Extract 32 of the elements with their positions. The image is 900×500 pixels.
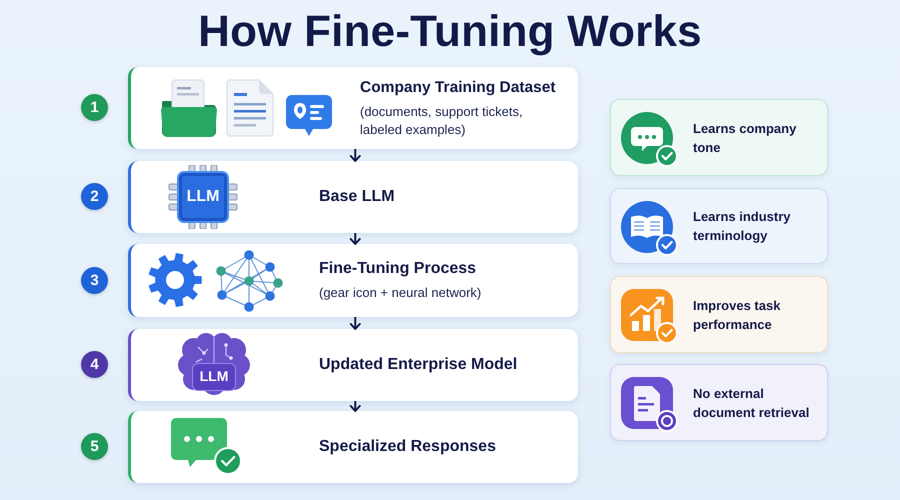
benefit-card	[610, 188, 828, 264]
step-card	[128, 67, 578, 149]
arrow	[350, 233, 361, 245]
step-card	[128, 411, 578, 483]
benefit-text: Learns industry terminology	[693, 208, 792, 245]
step-description: (gear icon + neural network)	[319, 284, 482, 302]
step-title: Fine-Tuning Process	[319, 259, 476, 279]
step-title: Specialized Responses	[319, 437, 496, 457]
benefit-card	[610, 364, 828, 441]
step-description: (documents, support tickets, labeled examples)	[360, 102, 524, 138]
step-number: 4	[81, 351, 108, 378]
step-card	[128, 244, 578, 317]
step-number: 5	[81, 433, 108, 460]
chip-label: LLM	[177, 171, 229, 223]
step-card	[128, 161, 578, 233]
title: How Fine-Tuning Works	[198, 6, 702, 58]
step-title: Company Training Dataset	[360, 78, 556, 98]
model-label: LLM	[192, 363, 236, 391]
benefit-card	[610, 276, 828, 353]
step-number: 2	[81, 183, 108, 210]
benefit-text: Learns company tone	[693, 120, 798, 156]
benefit-text: No external document retrieval	[693, 384, 810, 422]
arrow	[350, 401, 361, 412]
step-title: Updated Enterprise Model	[319, 355, 518, 375]
benefit-card	[610, 99, 828, 176]
benefit-text: Improves task performance	[693, 296, 782, 334]
step-card	[128, 329, 578, 401]
step-title: Base LLM	[319, 187, 395, 207]
step-number: 3	[81, 266, 108, 294]
arrow	[350, 317, 361, 330]
step-number: 1	[81, 94, 108, 121]
arrow	[350, 149, 361, 162]
